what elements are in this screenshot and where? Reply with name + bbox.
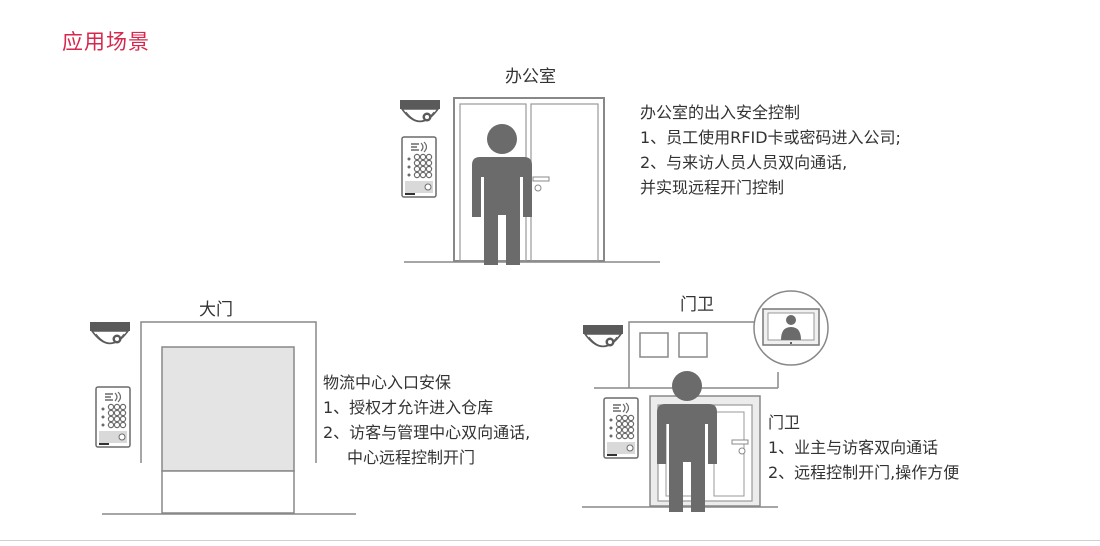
bottom-divider [0,540,1100,541]
guard-description: 门卫 1、业主与访客双向通话 2、远程控制开门,操作方便 [768,410,959,485]
gate-desc-line-2: 2、访客与管理中心双向通话, [323,423,531,442]
page-title: 应用场景 [62,30,150,54]
person-icon [472,124,532,265]
gate-description: 物流中心入口安保 1、授权才允许进入仓库 2、访客与管理中心双向通话, 中心远程… [323,370,530,470]
dome-camera-icon [89,321,131,345]
guard-label: 门卫 [680,295,714,315]
gate-desc-line-1: 1、授权才允许进入仓库 [323,398,494,417]
dome-camera-icon [582,324,624,348]
guard-desc-line-2: 2、远程控制开门,操作方便 [768,463,960,482]
dome-camera-icon [399,99,441,123]
gate-label: 大门 [199,300,233,320]
office-description: 办公室的出入安全控制 1、员工使用RFID卡或密码进入公司; 2、与来访人员人员… [640,100,901,200]
office-desc-line-2: 2、与来访人员人员双向通话, [640,153,848,172]
office-desc-line-1: 1、员工使用RFID卡或密码进入公司; [640,128,901,147]
office-desc-title: 办公室的出入安全控制 [640,103,801,122]
office-desc-line-3: 并实现远程开门控制 [640,178,785,197]
guard-illustration [582,290,829,512]
gate-illustration [89,321,356,515]
gate-desc-line-3: 中心远程控制开门 [347,448,476,467]
office-illustration [399,97,660,265]
guard-desc-title: 门卫 [768,413,801,432]
office-label: 办公室 [505,67,556,87]
monitor-icon [762,308,820,346]
guard-desc-line-1: 1、业主与访客双向通话 [768,438,939,457]
access-keypad-icon [401,136,437,198]
gate-desc-title: 物流中心入口安保 [323,373,452,392]
access-keypad-icon [95,386,131,448]
access-keypad-icon [603,397,639,459]
